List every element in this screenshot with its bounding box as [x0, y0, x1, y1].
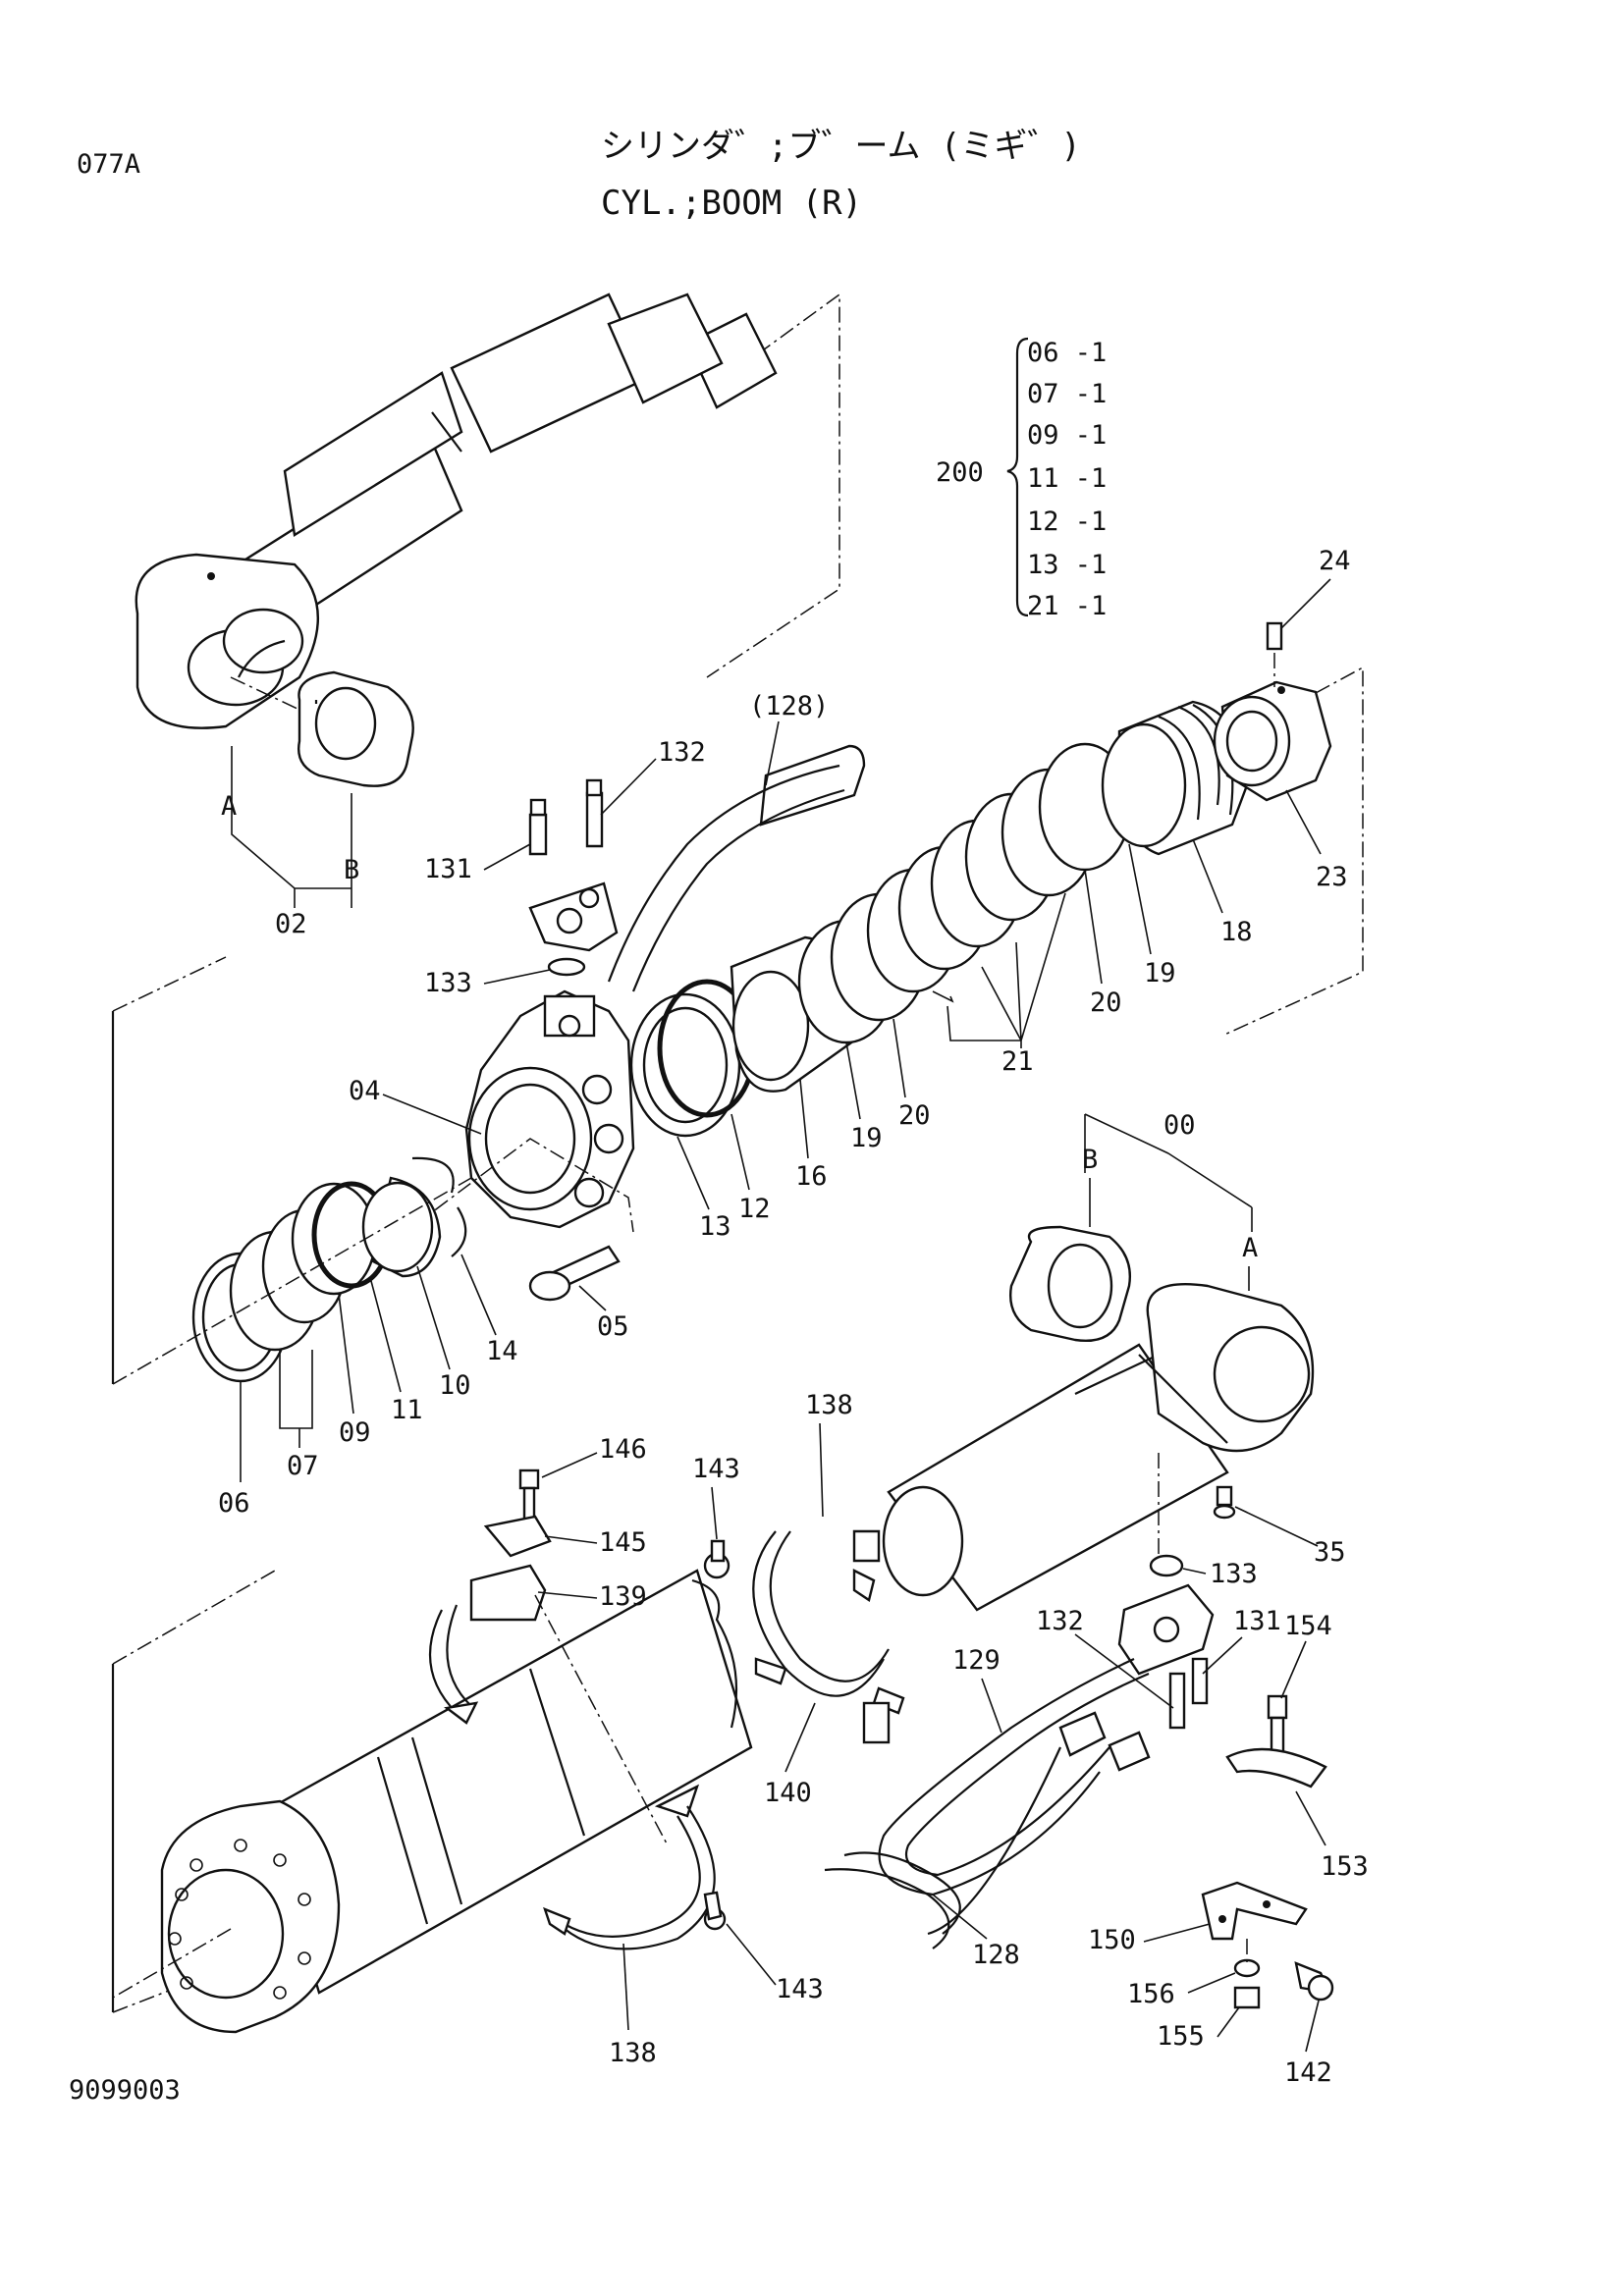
lower-hose-assembly	[824, 1554, 1215, 1949]
band-clamps	[428, 1468, 905, 1950]
head-seal-rings	[112, 1156, 472, 1385]
callout-155: 155	[1157, 2021, 1205, 2052]
callout-139: 139	[599, 1581, 647, 1612]
callout-20: 20	[898, 1100, 931, 1131]
callout-131: 131	[1233, 1606, 1281, 1636]
callout-02: 02	[275, 909, 307, 939]
kit-item: 09 -1	[1027, 420, 1107, 451]
callout-133: 133	[1210, 1559, 1258, 1589]
callout-A: A	[1242, 1233, 1258, 1263]
callout-156: 156	[1127, 1979, 1175, 2009]
callout-14: 14	[486, 1336, 518, 1366]
kit-item: 21 -1	[1027, 591, 1107, 621]
piston-rod	[135, 293, 840, 787]
callout-10: 10	[439, 1370, 471, 1401]
title-japanese: シリンダ゛;ブ゛ーム (ミギ゛)	[601, 127, 1081, 166]
callout-13: 13	[699, 1211, 731, 1242]
page-code: 077A	[77, 149, 140, 180]
callout-09: 09	[339, 1417, 371, 1448]
callout-A: A	[221, 791, 237, 822]
callout-128: 128	[972, 1940, 1020, 1970]
callout-05: 05	[597, 1311, 629, 1342]
kit-bracket-200: 200 06 -1 07 -1 09 -1 11 -1 12 -1 13 -1 …	[936, 337, 1107, 621]
callout-21: 21	[1001, 1046, 1034, 1077]
callout-145: 145	[599, 1527, 647, 1558]
cylinder-tube-lower	[111, 1569, 753, 2034]
callout-129: 129	[952, 1645, 1001, 1676]
drawing-number: 9099003	[69, 2075, 181, 2106]
callout-150: 150	[1088, 1925, 1136, 1955]
callout-154: 154	[1284, 1611, 1332, 1641]
callout-132: 132	[1036, 1606, 1084, 1636]
callout-140: 140	[764, 1778, 812, 1808]
kit-item: 07 -1	[1027, 379, 1107, 409]
callout-143: 143	[692, 1454, 740, 1484]
kit-item: 12 -1	[1027, 507, 1107, 537]
callout-146: 146	[599, 1434, 647, 1465]
callout-19: 19	[1144, 958, 1176, 988]
bolt-05	[528, 1245, 621, 1302]
cylinder-tube-upper	[882, 1225, 1315, 1612]
callout-19: 19	[850, 1123, 883, 1153]
callout-131: 131	[424, 854, 472, 884]
callout-18: 18	[1220, 917, 1253, 947]
kit-item: 06 -1	[1027, 338, 1107, 368]
upper-hose-assembly	[528, 744, 866, 992]
piston-seal-rings	[629, 742, 1132, 1138]
callout-B: B	[1082, 1145, 1098, 1175]
callout-138: 138	[609, 2038, 657, 2068]
kit-item: 13 -1	[1027, 550, 1107, 580]
cylinder-head	[411, 989, 635, 1233]
clamp-154-153	[1225, 1694, 1327, 1789]
callout-07: 07	[287, 1451, 319, 1481]
kit-number: 200	[936, 457, 984, 488]
callout-12: 12	[738, 1194, 771, 1224]
callout-153: 153	[1321, 1851, 1369, 1882]
callout-24: 24	[1319, 546, 1351, 576]
callout-35: 35	[1314, 1537, 1346, 1568]
callout-16: 16	[795, 1161, 828, 1192]
callout-133: 133	[424, 968, 472, 998]
callout-06: 06	[218, 1488, 250, 1519]
piston-and-nut	[1101, 621, 1364, 1037]
callout-23: 23	[1316, 862, 1348, 892]
callout-00: 00	[1163, 1110, 1196, 1141]
callout-128-ref: (128)	[749, 691, 829, 721]
callout-20: 20	[1090, 988, 1122, 1018]
bracket-150	[1201, 1881, 1334, 2009]
callout-138: 138	[805, 1390, 853, 1420]
callout-11: 11	[391, 1395, 423, 1425]
callout-132: 132	[658, 737, 706, 768]
kit-item: 11 -1	[1027, 463, 1107, 494]
callout-143: 143	[776, 1974, 824, 2004]
callout-142: 142	[1284, 2057, 1332, 2088]
title-english: CYL.;BOOM (R)	[601, 184, 862, 223]
callout-04: 04	[349, 1076, 381, 1106]
